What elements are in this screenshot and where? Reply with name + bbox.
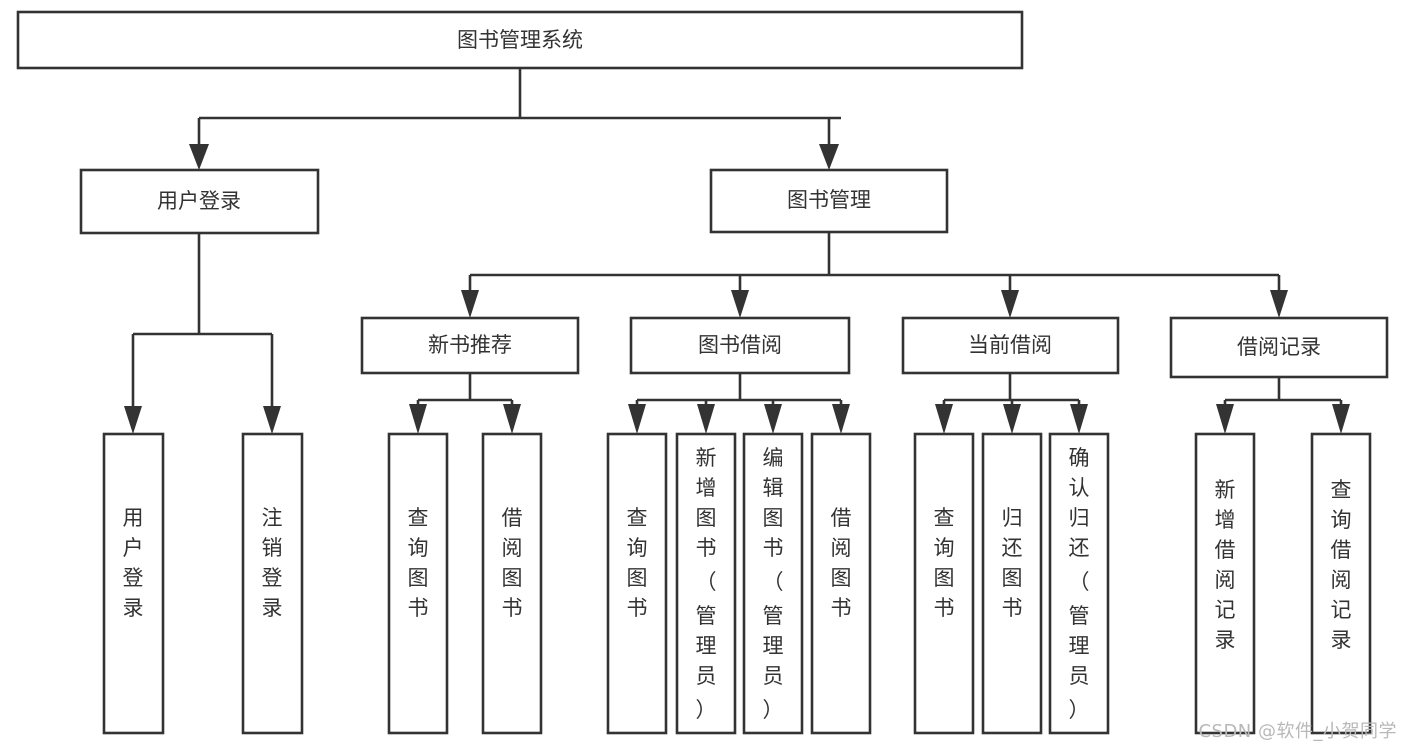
arrowhead-current-borrow (1001, 290, 1019, 318)
arrowhead-leaf-add-record (1216, 404, 1234, 434)
leaf-logout[interactable]: 注销登录 (241, 432, 304, 735)
node-book-manage-label: 图书管理 (787, 188, 871, 212)
node-book-manage-rect[interactable] (709, 168, 949, 234)
arrowhead-borrow-record (1270, 290, 1288, 318)
leaf-query-book-b-label: 查询图书 (627, 506, 648, 620)
arrowhead-leaf-edit-book (764, 404, 782, 434)
leaf-add-book-label: 新增图书（管理员） (696, 446, 717, 722)
leaf-borrow-book-a[interactable]: 借阅图书 (481, 432, 543, 735)
leaf-add-record[interactable]: 新增借阅记录 (1194, 432, 1256, 735)
leaf-borrow-book-b-rect[interactable] (810, 432, 872, 735)
leaf-borrow-book-b-label: 借阅图书 (831, 506, 852, 620)
node-book-borrow-rect[interactable] (629, 316, 851, 375)
arrowhead-leaf-borrow-book-a (503, 404, 521, 434)
arrowhead-new-book-rec (461, 290, 479, 318)
arrowhead-leaf-query-record (1332, 404, 1350, 434)
leaf-query-book-c[interactable]: 查询图书 (913, 432, 975, 735)
leaf-return-book-label: 归还图书 (1002, 506, 1023, 620)
arrowhead-leaf-user-login (124, 406, 142, 434)
leaf-confirm-return-label: 确认归还（管理员） (1069, 446, 1090, 722)
leaf-borrow-book-b[interactable]: 借阅图书 (810, 432, 872, 735)
node-root-label: 图书管理系统 (457, 28, 583, 52)
arrowhead-leaf-query-book-c (935, 404, 953, 434)
leaf-query-book-a-rect[interactable] (387, 432, 449, 735)
leaf-user-login-label: 用户登录 (123, 506, 144, 620)
node-borrow-record[interactable]: 借阅记录 (1169, 316, 1389, 379)
leaf-query-record-rect[interactable] (1310, 432, 1372, 735)
leaf-add-book[interactable]: 新增图书（管理员） (675, 432, 737, 735)
node-book-borrow-label: 图书借阅 (698, 333, 782, 357)
node-user-login-rect[interactable] (79, 168, 320, 235)
leaf-add-book-rect[interactable] (675, 432, 737, 735)
arrowhead-leaf-query-book-a (409, 404, 427, 434)
leaf-query-book-a-label: 查询图书 (408, 506, 429, 620)
leaf-add-record-rect[interactable] (1194, 432, 1256, 735)
node-book-borrow[interactable]: 图书借阅 (629, 316, 851, 375)
arrowhead-leaf-add-book (697, 404, 715, 434)
node-new-book-recommend-label: 新书推荐 (428, 333, 512, 357)
arrowhead-book-manage (819, 144, 839, 170)
leaf-query-book-a[interactable]: 查询图书 (387, 432, 449, 735)
node-new-book-recommend-rect[interactable] (360, 316, 580, 375)
node-current-borrow-label: 当前借阅 (968, 333, 1052, 357)
node-current-borrow[interactable]: 当前借阅 (901, 316, 1120, 375)
node-root-rect[interactable] (16, 10, 1024, 70)
leaf-logout-label: 注销登录 (262, 506, 283, 620)
leaf-query-book-b[interactable]: 查询图书 (606, 432, 668, 735)
leaf-add-record-label: 新增借阅记录 (1215, 478, 1236, 652)
leaf-edit-book[interactable]: 编辑图书（管理员） (742, 432, 804, 735)
leaf-user-login-rect[interactable] (102, 432, 165, 735)
leaf-query-record[interactable]: 查询借阅记录 (1310, 432, 1372, 735)
connector-layer (124, 68, 1350, 434)
arrowhead-leaf-borrow-book-b (832, 404, 850, 434)
leaf-borrow-book-a-rect[interactable] (481, 432, 543, 735)
arrowhead-book-borrow (731, 290, 749, 318)
arrowhead-leaf-return-book (1003, 404, 1021, 434)
node-book-manage[interactable]: 图书管理 (709, 168, 949, 234)
node-current-borrow-rect[interactable] (901, 316, 1120, 375)
leaf-user-login[interactable]: 用户登录 (102, 432, 165, 735)
arrowhead-leaf-logout (263, 406, 281, 434)
node-root[interactable]: 图书管理系统 (16, 10, 1024, 70)
leaf-query-book-c-label: 查询图书 (934, 506, 955, 620)
leaf-confirm-return[interactable]: 确认归还（管理员） (1048, 432, 1110, 735)
arrowhead-user-login (189, 144, 209, 170)
leaf-query-book-c-rect[interactable] (913, 432, 975, 735)
leaf-borrow-book-a-label: 借阅图书 (502, 506, 523, 620)
arrowhead-leaf-query-book-b (628, 404, 646, 434)
leaf-return-book[interactable]: 归还图书 (981, 432, 1043, 735)
leaf-edit-book-label: 编辑图书（管理员） (763, 446, 784, 722)
leaf-edit-book-rect[interactable] (742, 432, 804, 735)
leaf-query-record-label: 查询借阅记录 (1331, 478, 1352, 652)
arrowhead-leaf-confirm-return (1070, 404, 1088, 434)
node-user-login[interactable]: 用户登录 (79, 168, 320, 235)
node-user-login-label: 用户登录 (157, 189, 241, 213)
leaf-return-book-rect[interactable] (981, 432, 1043, 735)
node-new-book-recommend[interactable]: 新书推荐 (360, 316, 580, 375)
node-borrow-record-rect[interactable] (1169, 316, 1389, 379)
leaf-confirm-return-rect[interactable] (1048, 432, 1110, 735)
leaf-logout-rect[interactable] (241, 432, 304, 735)
node-borrow-record-label: 借阅记录 (1237, 335, 1321, 359)
leaf-query-book-b-rect[interactable] (606, 432, 668, 735)
